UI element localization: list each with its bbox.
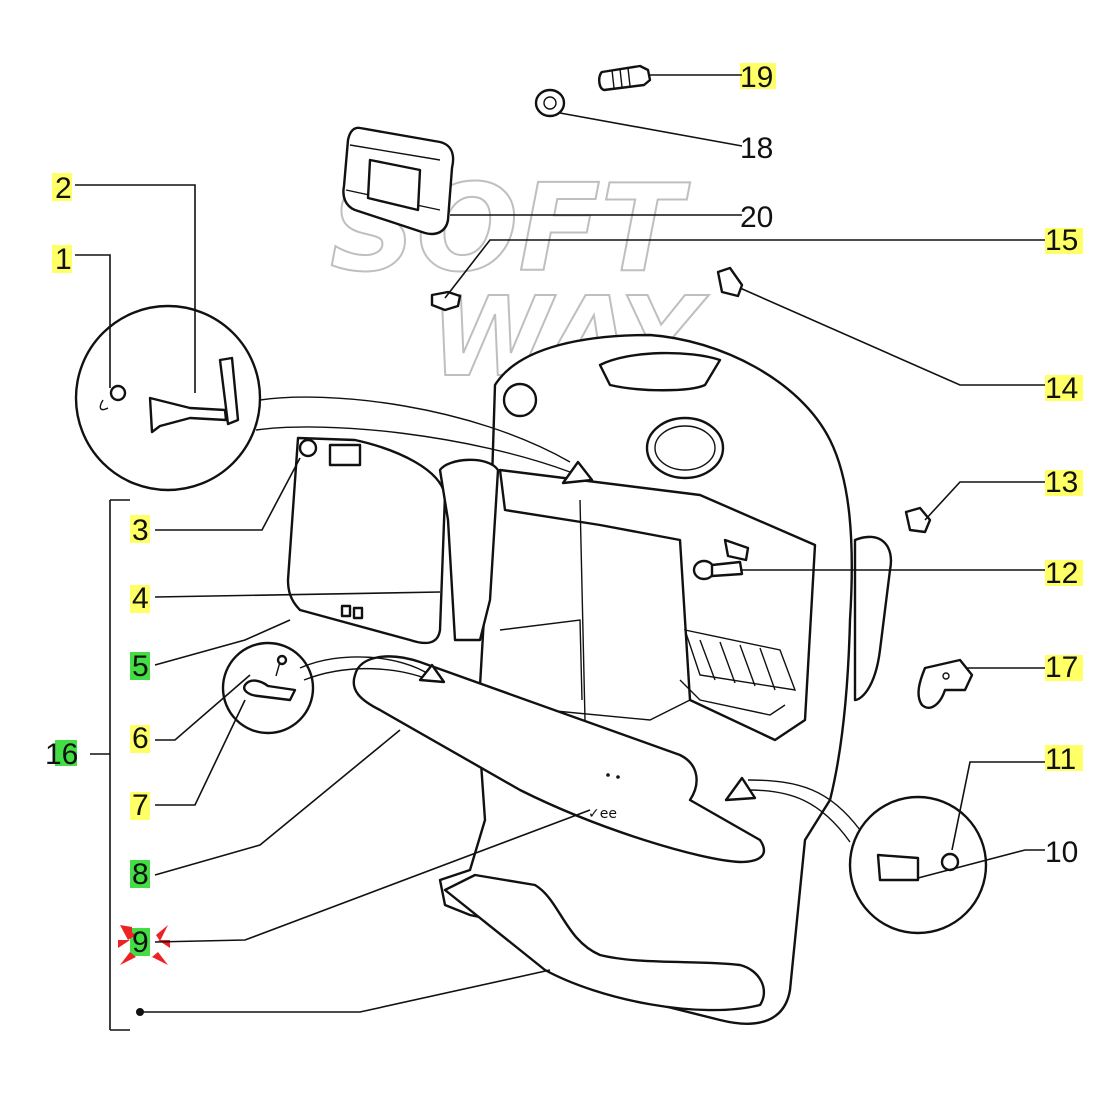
highlight-11: [1045, 745, 1083, 771]
callout-1: 1: [55, 243, 72, 276]
highlight-8: [130, 860, 150, 888]
lid: ✓ee: [352, 655, 766, 864]
red-selection-marker: [118, 925, 170, 965]
detail-circle-upper-left: [74, 304, 571, 492]
callout-10: 10: [1045, 836, 1078, 869]
callout-13: 13: [1045, 466, 1078, 499]
part-19-bolt: [598, 64, 652, 92]
callout-12: 12: [1045, 557, 1078, 590]
part-17-bracket: [917, 658, 974, 709]
highlight-14: [1045, 375, 1083, 401]
highlight-12: [1045, 560, 1083, 586]
highlight-15: [1045, 228, 1083, 254]
callout-14: 14: [1045, 372, 1078, 405]
highlight-16: [55, 740, 77, 766]
callout-9: 9: [132, 926, 149, 959]
arrow-markers: [418, 460, 757, 802]
part-14-clip: [716, 266, 744, 298]
callout-17: 17: [1045, 651, 1078, 684]
detail-circle-mid-left: [221, 641, 431, 735]
callout-6: 6: [132, 722, 149, 755]
highlight-7: [130, 792, 150, 820]
highlight-1: [52, 245, 72, 273]
callout-2: 2: [55, 172, 72, 205]
callout-7: 7: [132, 789, 149, 822]
leader-lines: [75, 74, 1045, 1031]
callout-11: 11: [1045, 743, 1076, 776]
detail-circle-lower-right: [747, 779, 988, 935]
part-20-grommet: [342, 126, 455, 236]
part-15-screw: [430, 290, 462, 312]
callout-19: 19: [740, 61, 773, 94]
label-highlights: [52, 63, 1083, 956]
callout-3: 3: [132, 514, 149, 547]
rear-shield-body: [438, 333, 893, 1025]
part-13-clip: [904, 506, 932, 534]
callout-16: 16: [45, 738, 78, 771]
callout-4: 4: [132, 582, 149, 615]
callout-18: 18: [740, 132, 773, 165]
part-18-nut: [534, 88, 566, 118]
highlight-5: [130, 652, 150, 680]
highlight-19: [740, 63, 776, 89]
highlight-3: [130, 515, 150, 543]
glovebox-door: [286, 436, 500, 645]
callout-15: 15: [1045, 224, 1078, 257]
highlight-6: [130, 725, 150, 753]
highlight-2: [52, 173, 72, 201]
lid-logo: ✓ee: [588, 806, 617, 822]
part-12-bolt: [692, 538, 750, 581]
callout-5: 5: [132, 650, 149, 683]
highlight-4: [130, 585, 150, 613]
highlight-13: [1045, 470, 1083, 496]
highlight-17: [1045, 655, 1083, 681]
callout-labels: 2 1 3 4 5 6 7 8 9 16 19 18 20 15 14 13 1…: [45, 61, 1078, 959]
callout-20: 20: [740, 201, 773, 234]
callout-8: 8: [132, 858, 149, 891]
